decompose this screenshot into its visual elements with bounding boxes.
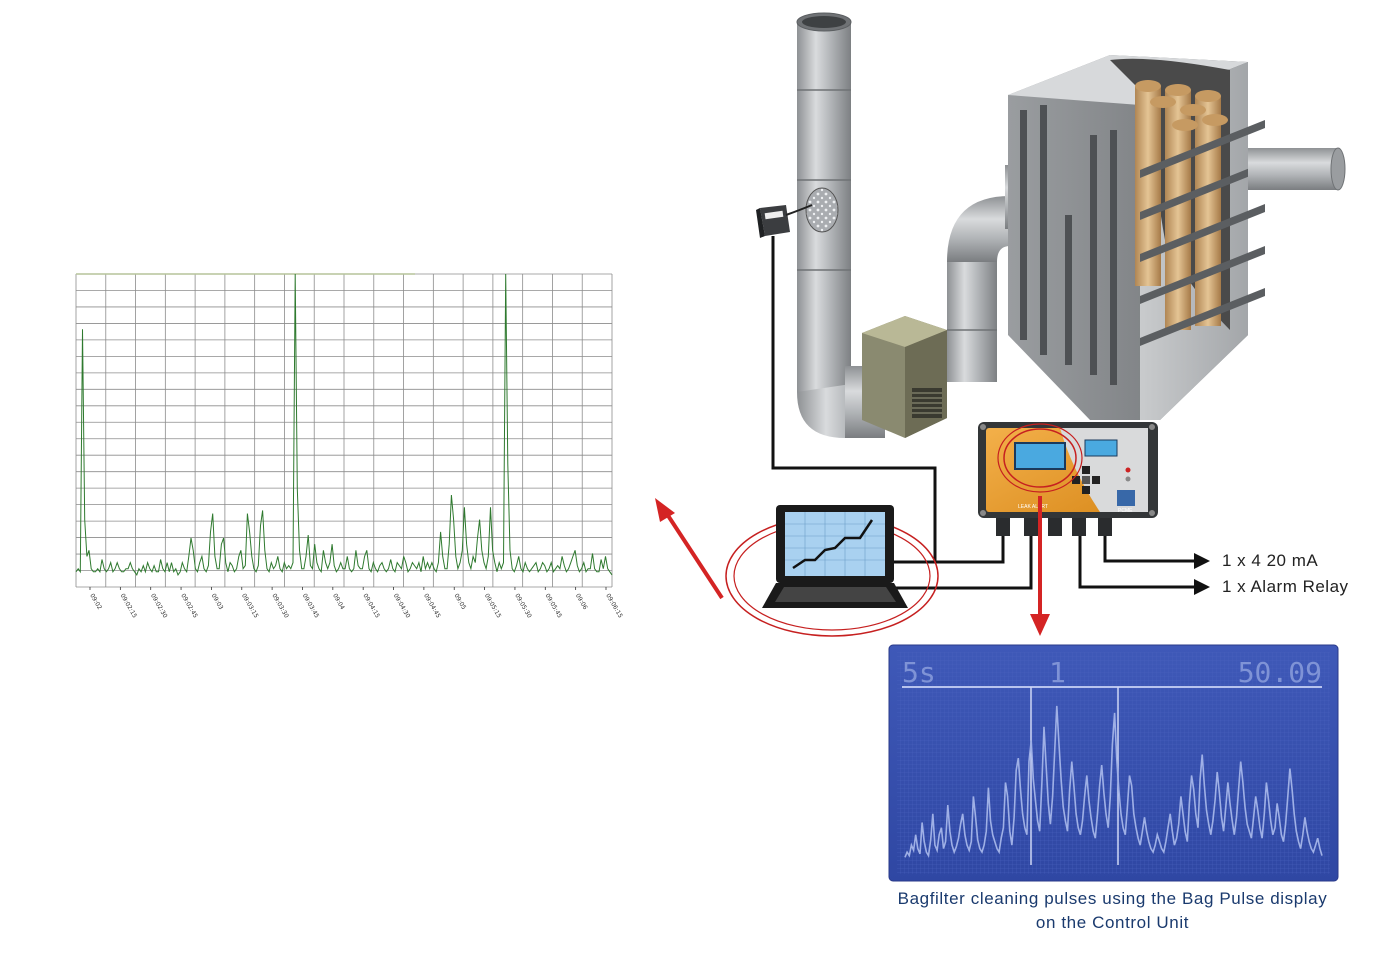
filter-bags [1135, 80, 1228, 330]
arrow-right-icon [1194, 553, 1210, 569]
lcd-pulse-trace [904, 705, 1323, 858]
x-tick-label: 09:05 [453, 593, 468, 612]
x-tick-label: 09:05:30 [513, 593, 533, 620]
x-tick-label: 09:05:15 [483, 593, 503, 620]
x-tick-label: 09:06:15 [604, 593, 624, 620]
unit-label: LEAK ALERT [1018, 504, 1048, 510]
x-tick-label: 09:05:45 [544, 593, 564, 620]
x-tick-label: 09:04:15 [361, 593, 381, 620]
control-unit: LEAK ALERT PCME [978, 422, 1158, 536]
output-4-20ma-label: 1 x 4 20 mA [1222, 551, 1319, 570]
unit-secondary-screen [1084, 439, 1118, 457]
output-cables [880, 536, 1198, 590]
arrow-right-icon [1194, 579, 1210, 595]
red-arrow-to-chart [655, 498, 724, 600]
caption-line-2: on the Control Unit [1035, 913, 1190, 932]
unit-keypad [1072, 466, 1100, 494]
bag-filter-house [1008, 55, 1346, 420]
trend-chart: 09:02 09:02:15 09:02:30 09:02:45 09:03 09:03:… [75, 273, 624, 620]
x-tick-label: 09:03 [210, 593, 225, 612]
sensor-probe-icon [756, 204, 813, 238]
lcd-channel: 1 [1049, 656, 1066, 689]
trend-series-line [75, 273, 613, 576]
output-alarm-relay-label: 1 x Alarm Relay [1222, 577, 1349, 596]
alarm-led-icon [1125, 467, 1131, 473]
figure-caption: Bagfilter cleaning pulses using the Bag … [840, 887, 1385, 935]
x-tick-label: 09:02:30 [149, 593, 169, 620]
caption-line-1: Bagfilter cleaning pulses using the Bag … [897, 889, 1328, 908]
lcd-series-line [904, 705, 1323, 858]
unit-screen [1014, 442, 1066, 470]
laptop [725, 505, 939, 637]
x-tick-label: 09:02:45 [179, 593, 199, 620]
x-tick-label: 09:03:30 [270, 593, 290, 620]
bag-pulse-lcd: 5s 1 50.09 [888, 644, 1339, 882]
laptop-keyboard [775, 587, 896, 602]
unit-brand: PCME [1118, 508, 1133, 514]
x-tick-label: 09:04 [331, 593, 346, 612]
x-tick-label: 09:03:15 [240, 593, 260, 620]
status-led-icon [1125, 476, 1131, 482]
pcme-logo-icon [1117, 490, 1135, 506]
x-tick-label: 09:04:45 [422, 593, 442, 620]
laptop-screen [785, 512, 885, 576]
x-tick-label: 09:04:30 [392, 593, 412, 620]
x-tick-label: 09:02:15 [119, 593, 139, 620]
red-arrow-to-lcd [1030, 496, 1050, 636]
x-tick-label: 09:03:45 [301, 593, 321, 620]
fan-unit [862, 316, 947, 438]
x-tick-label: 09:02 [88, 593, 103, 612]
lcd-timebase: 5s [902, 656, 936, 689]
x-tick-label: 09:06 [574, 593, 589, 612]
lcd-reading: 50.09 [1238, 656, 1322, 689]
